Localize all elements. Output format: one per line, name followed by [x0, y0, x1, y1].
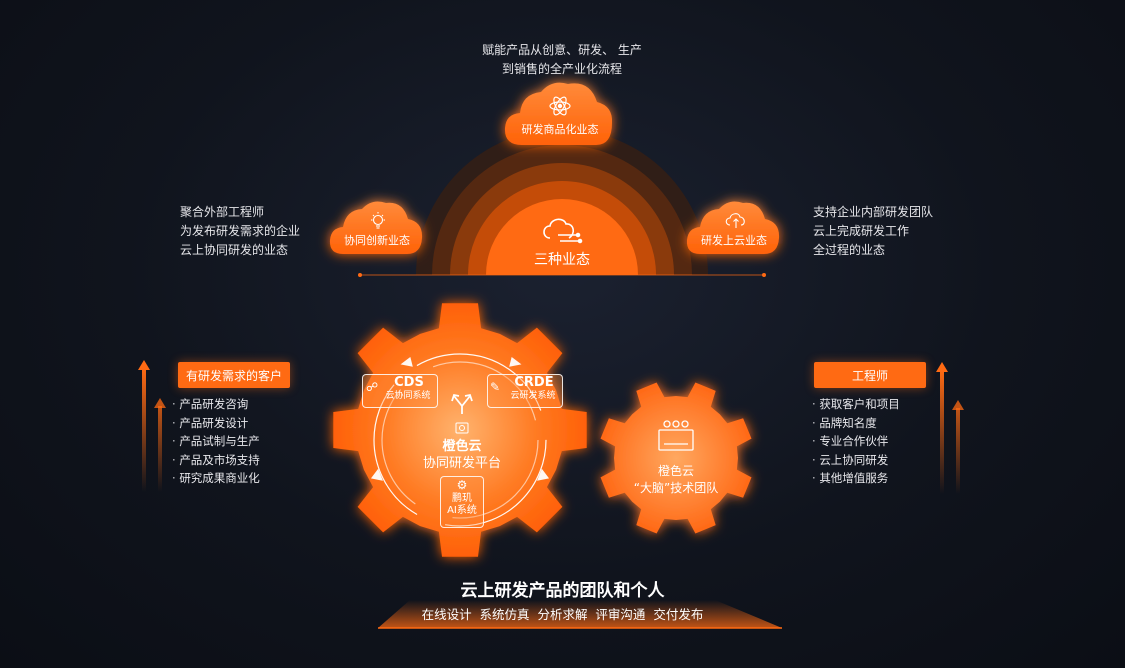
- right-panel-list: 获取客户和项目 品牌知名度 专业合作伙伴 云上协同研发 其他增值服务: [812, 395, 942, 488]
- right-description: 支持企业内部研发团队 云上完成研发工作 全过程的业态: [813, 203, 963, 260]
- lightbulb-icon: [371, 212, 385, 229]
- left-panel-title: 有研发需求的客户: [178, 362, 290, 388]
- left-description: 聚合外部工程师 为发布研发需求的企业 云上协同研发的业态: [180, 203, 330, 260]
- list-item: 产品及市场支持: [172, 451, 302, 470]
- atom-icon: [549, 96, 571, 116]
- ring-core: [486, 199, 638, 275]
- list-item: 产品研发咨询: [172, 395, 302, 414]
- ai-head-icon: ⚙: [456, 478, 468, 492]
- list-item: 其他增值服务: [812, 469, 942, 488]
- cloud-network-icon: [543, 218, 583, 244]
- left-desc-line: 聚合外部工程师: [180, 205, 265, 219]
- platform-title-line1: 橙色云: [442, 439, 482, 454]
- center-label: 三种业态: [534, 252, 590, 268]
- left-arrows: [138, 360, 166, 492]
- right-cloud-label: 研发上云业态: [701, 234, 767, 247]
- top-desc-line2: 到销售的全产业化流程: [501, 62, 622, 76]
- right-panel-title: 工程师: [814, 362, 926, 388]
- circular-flow-arrows: [370, 353, 550, 527]
- left-cloud-shape: [329, 201, 423, 254]
- right-desc-line: 云上完成研发工作: [813, 224, 910, 238]
- cloud-upload-icon: [725, 213, 745, 228]
- left-panel-list: 产品研发咨询 产品研发设计 产品试制与生产 产品及市场支持 研究成果商业化: [172, 395, 302, 488]
- pen-edit-icon: ✎: [490, 380, 501, 394]
- left-desc-line: 为发布研发需求的企业: [180, 224, 301, 238]
- list-item: 产品试制与生产: [172, 432, 302, 451]
- bottom-title: 云上研发产品的团队和个人: [460, 581, 665, 601]
- crde-box: CRDE 云研发系统: [487, 374, 563, 408]
- list-item: 研究成果商业化: [172, 469, 302, 488]
- right-cloud-shape: [686, 201, 780, 254]
- bottom-subtitle: 在线设计 系统仿真 分析求解 评审沟通 交付发布: [421, 607, 704, 622]
- bottom-stage: [378, 600, 782, 628]
- tech-team-line1: 橙色云: [657, 464, 694, 478]
- top-desc-line1: 赋能产品从创意、研发、 生产: [482, 43, 642, 57]
- team-meeting-icon: [658, 420, 694, 451]
- baseline-dot-left: [358, 273, 362, 277]
- tech-team-line2: “大脑”技术团队: [633, 481, 719, 495]
- ai-box: ⚙ 鹏玑 AI系统: [440, 476, 484, 528]
- list-item: 品牌知名度: [812, 414, 942, 433]
- right-desc-line: 全过程的业态: [813, 243, 886, 257]
- small-gear-body: [600, 382, 752, 534]
- handshake-icon: ☍: [366, 380, 379, 394]
- cds-subtitle: 云协同系统: [385, 391, 431, 401]
- tech-team-label: 橙色云 “大脑”技术团队: [612, 463, 740, 497]
- baseline-dot-right: [762, 273, 766, 277]
- left-cloud-label: 协同创新业态: [344, 234, 410, 247]
- right-desc-line: 支持企业内部研发团队: [813, 205, 934, 219]
- crde-title: CRDE: [514, 375, 554, 390]
- list-item: 获取客户和项目: [812, 395, 942, 414]
- top-cloud-label: 研发商品化业态: [521, 123, 599, 136]
- right-arrows: [936, 362, 964, 494]
- platform-title-line2: 协同研发平台: [422, 456, 501, 471]
- platform-title: 橙色云 协同研发平台: [400, 438, 524, 472]
- gear-badge-icon: [455, 422, 469, 434]
- left-desc-line: 云上协同研发的业态: [180, 243, 289, 257]
- cds-title: CDS: [394, 375, 424, 390]
- ai-line1: 鹏玑: [452, 493, 472, 504]
- ai-line2: AI系统: [447, 505, 477, 516]
- list-item: 专业合作伙伴: [812, 432, 942, 451]
- semicircle-rings: [358, 129, 766, 277]
- branch-arrow-icon: [451, 393, 473, 414]
- list-item: 云上协同研发: [812, 451, 942, 470]
- list-item: 产品研发设计: [172, 414, 302, 433]
- small-gear-shape: [600, 382, 752, 534]
- cds-box: CDS 云协同系统: [362, 374, 438, 408]
- top-description: 赋能产品从创意、研发、 生产 到销售的全产业化流程: [462, 41, 662, 79]
- crde-subtitle: 云研发系统: [510, 391, 556, 401]
